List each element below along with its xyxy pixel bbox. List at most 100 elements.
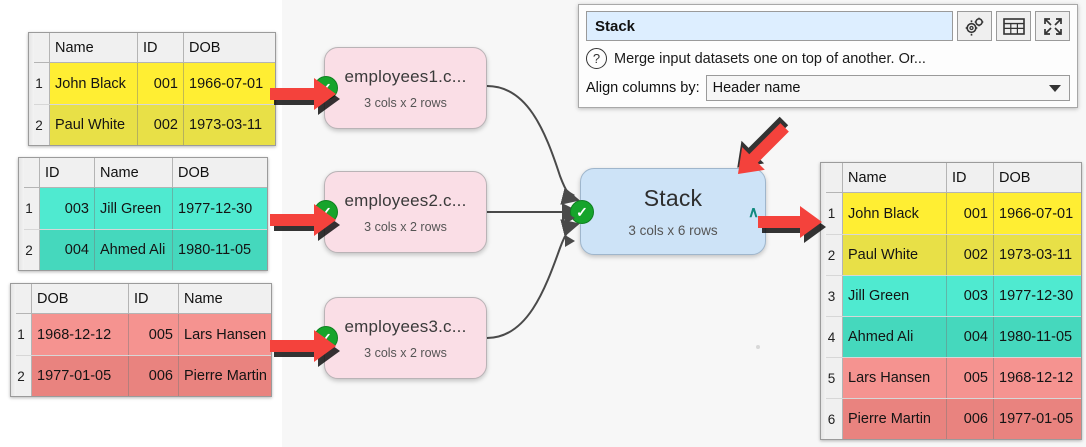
row-number-corner xyxy=(11,284,32,313)
table-cell[interactable]: 1973-03-11 xyxy=(184,105,275,145)
table-scroll-rail[interactable] xyxy=(19,158,24,270)
table-scroll-rail[interactable] xyxy=(821,163,826,439)
table-cell[interactable]: Jill Green xyxy=(843,276,947,316)
column-header-dob[interactable]: DOB xyxy=(184,33,275,62)
table-cell[interactable]: 001 xyxy=(138,63,184,104)
table-cell[interactable]: Pierre Martin xyxy=(179,356,271,396)
table-cell[interactable]: 1977-12-30 xyxy=(994,276,1081,316)
table-cell[interactable]: 1980-11-05 xyxy=(994,317,1081,357)
row-number[interactable]: 6 xyxy=(821,399,843,439)
align-columns-by-select[interactable]: Header name xyxy=(705,75,1070,101)
table-cell[interactable]: 002 xyxy=(138,105,184,145)
table-cell[interactable]: 1977-01-05 xyxy=(32,356,129,396)
flow-node-employees3[interactable]: employees3.c... 3 cols x 2 rows xyxy=(314,297,487,379)
table-cell[interactable]: Lars Hansen xyxy=(179,314,271,355)
column-header-id[interactable]: ID xyxy=(129,284,179,313)
table-cell[interactable]: Jill Green xyxy=(95,188,173,229)
item-name-input[interactable]: Stack xyxy=(586,11,953,41)
stack-input-port-1[interactable] xyxy=(565,189,575,201)
row-number[interactable]: 5 xyxy=(821,358,843,398)
table-cell[interactable]: 004 xyxy=(947,317,994,357)
item-settings-panel[interactable]: Stack xyxy=(578,4,1078,108)
table-cell[interactable]: 1966-07-01 xyxy=(994,193,1081,234)
table-scroll-rail[interactable] xyxy=(29,33,34,145)
column-header-id[interactable]: ID xyxy=(947,163,994,192)
row-number[interactable]: 1 xyxy=(29,63,50,104)
column-header-dob[interactable]: DOB xyxy=(994,163,1081,192)
table-cell[interactable]: 1977-01-05 xyxy=(994,399,1081,439)
table-cell[interactable]: Paul White xyxy=(50,105,138,145)
table-cell[interactable]: Lars Hansen xyxy=(843,358,947,398)
column-header-id[interactable]: ID xyxy=(138,33,184,62)
row-number[interactable]: 2 xyxy=(19,230,40,270)
table-cell[interactable]: 002 xyxy=(947,235,994,275)
row-number[interactable]: 2 xyxy=(29,105,50,145)
column-header-name[interactable]: Name xyxy=(843,163,947,192)
node-subtitle: 3 cols x 2 rows xyxy=(364,95,447,110)
table-cell[interactable]: Ahmed Ali xyxy=(843,317,947,357)
table-cell[interactable]: Paul White xyxy=(843,235,947,275)
flow-node-employees2[interactable]: employees2.c... 3 cols x 2 rows xyxy=(314,171,487,253)
row-number[interactable]: 1 xyxy=(11,314,32,355)
help-icon[interactable]: ? xyxy=(586,48,607,69)
table-cell[interactable]: 003 xyxy=(40,188,95,229)
table-cell[interactable]: 1968-12-12 xyxy=(32,314,129,355)
arrow-to-output-table xyxy=(758,206,826,243)
table-cell[interactable]: John Black xyxy=(843,193,947,234)
arrow-to-employees3 xyxy=(270,330,340,367)
table-cell[interactable]: 003 xyxy=(947,276,994,316)
column-header-id[interactable]: ID xyxy=(40,158,95,187)
column-header-name[interactable]: Name xyxy=(50,33,138,62)
table-cell[interactable]: 006 xyxy=(129,356,179,396)
flow-node-stack[interactable]: Stack 3 cols x 6 rows ∧ xyxy=(565,168,766,255)
table-cell[interactable]: John Black xyxy=(50,63,138,104)
column-header-dob[interactable]: DOB xyxy=(32,284,129,313)
table-cell[interactable]: Pierre Martin xyxy=(843,399,947,439)
row-number[interactable]: 3 xyxy=(821,276,843,316)
table-cell[interactable]: 006 xyxy=(947,399,994,439)
table-cell[interactable]: 1980-11-05 xyxy=(173,230,267,270)
row-number[interactable]: 1 xyxy=(19,188,40,229)
column-header-name[interactable]: Name xyxy=(95,158,173,187)
expand-icon[interactable] xyxy=(1035,11,1070,41)
table-scroll-rail[interactable] xyxy=(11,284,16,396)
table-cell[interactable]: 1966-07-01 xyxy=(184,63,275,104)
settings-gears-icon[interactable] xyxy=(957,11,992,41)
column-header-name[interactable]: Name xyxy=(179,284,271,313)
table-cell[interactable]: 004 xyxy=(40,230,95,270)
row-number[interactable]: 4 xyxy=(821,317,843,357)
row-number[interactable]: 2 xyxy=(821,235,843,275)
column-header-dob[interactable]: DOB xyxy=(173,158,267,187)
table-cell[interactable]: 005 xyxy=(129,314,179,355)
stack-input-port-2[interactable] xyxy=(565,212,575,224)
table-cell[interactable]: 005 xyxy=(947,358,994,398)
table-view-icon[interactable] xyxy=(996,11,1031,41)
row-number[interactable]: 2 xyxy=(11,356,32,396)
table-cell[interactable]: 1977-12-30 xyxy=(173,188,267,229)
stack-input-port-3[interactable] xyxy=(565,235,575,247)
table-cell[interactable]: 1973-03-11 xyxy=(994,235,1081,275)
row-number[interactable]: 1 xyxy=(821,193,843,234)
table-cell[interactable]: 001 xyxy=(947,193,994,234)
table-cell[interactable]: Ahmed Ali xyxy=(95,230,173,270)
table-cell[interactable]: 1968-12-12 xyxy=(994,358,1081,398)
node-subtitle: 3 cols x 6 rows xyxy=(628,223,718,238)
